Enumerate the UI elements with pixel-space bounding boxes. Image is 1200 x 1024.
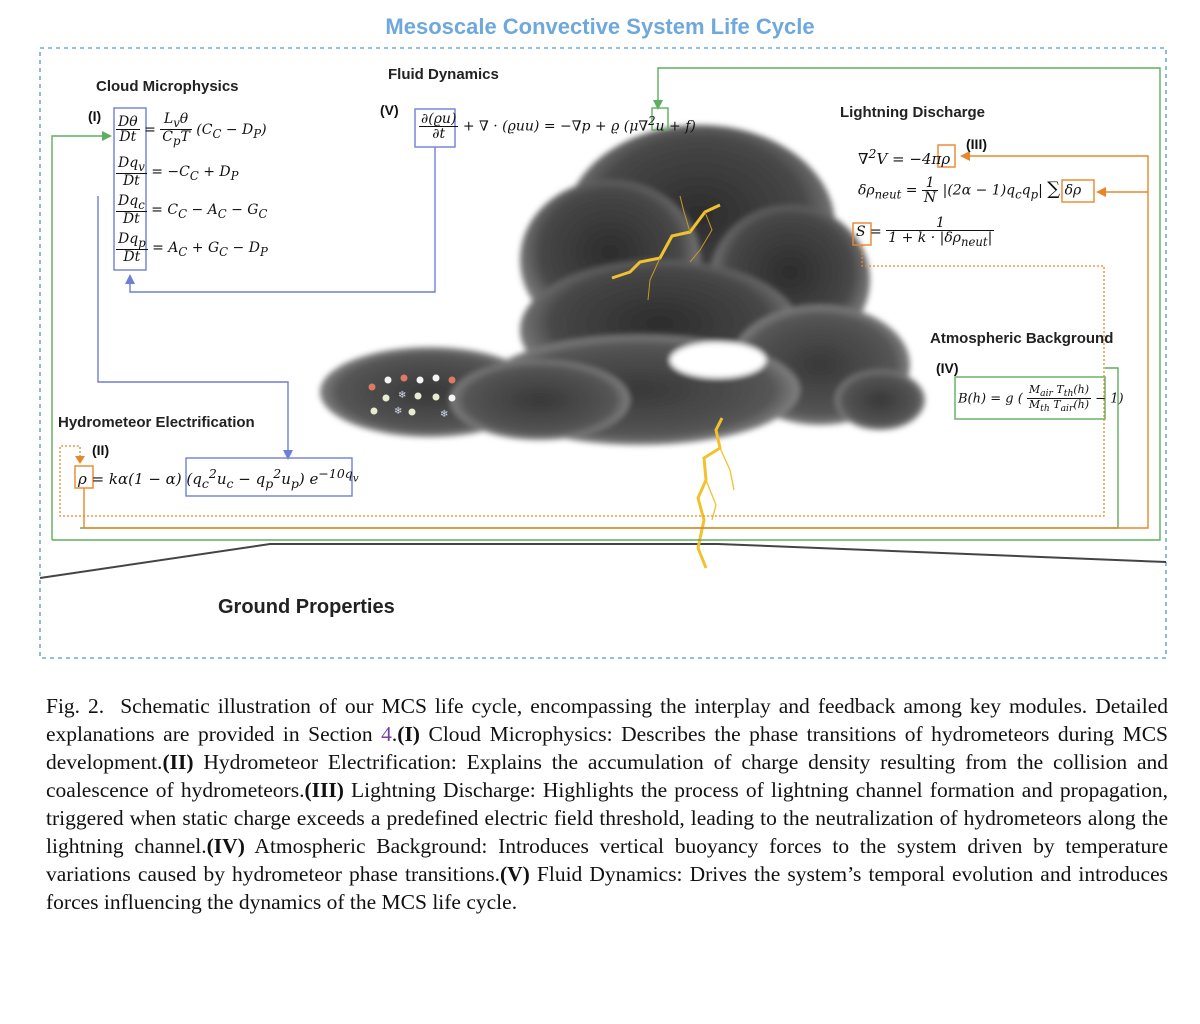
ground-line: [39, 543, 1167, 579]
marker-i: (I): [88, 108, 102, 124]
eq-atmospheric-background: B(h) = g ( Mair Tth(h)Mth Tair(h) − 1): [958, 383, 1124, 415]
fluid-dynamics-force-box: [651, 107, 669, 131]
label-fluid-dynamics: Fluid Dynamics: [388, 66, 499, 83]
label-hydrometeor-electrification: Hydrometeor Electrification: [58, 414, 255, 431]
svg-text:❄: ❄: [398, 390, 406, 401]
electrification-to-lightning-loop: [83, 155, 1149, 529]
eq-fluid-dynamics: ∂(ϱu)∂t + ∇ · (ϱuu) = −∇p + ϱ (μ∇2u + f): [419, 111, 696, 142]
marker-iv: (IV): [936, 360, 959, 376]
diagram-graphics: ❄ ❄ ❄: [39, 47, 1167, 659]
hydrometeor-particles: ❄ ❄ ❄: [368, 374, 456, 420]
label-lightning-discharge: Lightning Discharge: [840, 104, 986, 121]
atmospheric-background-box: [954, 376, 1106, 420]
in-cloud-lightning: [611, 203, 721, 280]
eq-ld-1: ∇2V = −4πρ: [858, 146, 951, 168]
svg-text:❄: ❄: [394, 406, 402, 417]
ground-to-microphysics-loop: [51, 135, 104, 540]
section-link[interactable]: 4: [381, 722, 392, 746]
lightning-neutralization-dotted: [59, 245, 1105, 517]
microphysics-to-electrification-arrow: [97, 196, 289, 452]
storm-cloud: [320, 125, 925, 445]
label-ground-properties: Ground Properties: [218, 596, 395, 618]
label-cloud-microphysics: Cloud Microphysics: [96, 78, 239, 95]
diagram-title: Mesoscale Convective System Life Cycle: [385, 14, 815, 39]
eq-electrification: ρ = kα(1 − α) (qc2uc − qp2up) e−10qv: [78, 466, 359, 491]
fluid-to-microphysics-arrow: [129, 147, 436, 293]
lightning-delta-rho-box: [1061, 179, 1095, 203]
svg-text:❄: ❄: [440, 409, 448, 420]
marker-v: (V): [380, 102, 399, 118]
lightning-rho-box: [937, 144, 956, 168]
outer-frame: [39, 47, 1167, 659]
caption-fig-label: Fig. 2.: [46, 694, 105, 718]
marker-ii: (II): [92, 442, 110, 458]
label-atmospheric-background: Atmospheric Background: [930, 330, 1114, 347]
electrification-flux-box: [185, 457, 353, 497]
marker-iii: (III): [966, 136, 987, 152]
cloud-microphysics-lhs-box: [113, 107, 147, 271]
figure-caption: Fig. 2. Schematic illustration of our MC…: [46, 694, 1169, 914]
